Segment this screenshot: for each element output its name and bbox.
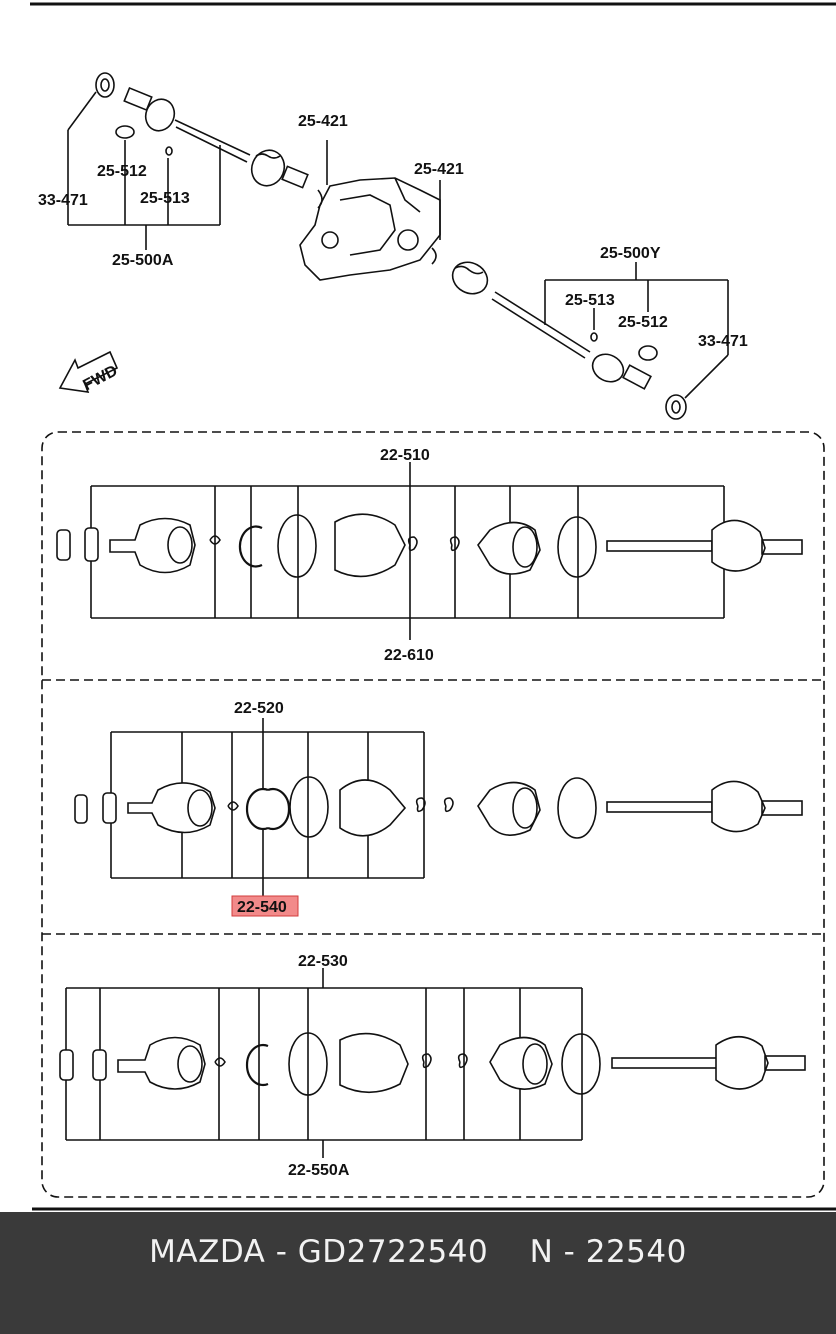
panel-2-highlighted-label: 22-540 xyxy=(237,899,287,916)
panel-1-top-label: 22-510 xyxy=(380,447,430,464)
highlight-box xyxy=(231,895,299,917)
fwd-direction-arrow: FWD xyxy=(58,350,121,394)
panel-3-parts xyxy=(59,968,806,1158)
kit-variants-frame xyxy=(41,431,825,1198)
label-left-clamp-small: 25-513 xyxy=(140,190,190,207)
panel-2-top-label: 22-520 xyxy=(234,700,284,717)
right-drive-shaft-group xyxy=(451,261,729,420)
panel-3-top-label: 22-530 xyxy=(298,953,348,970)
differential-group xyxy=(299,140,441,281)
panel-2-parts xyxy=(74,718,803,896)
label-left-assembly: 25-500A xyxy=(112,252,174,269)
label-right-nut: 33-471 xyxy=(698,333,748,350)
label-left-nut: 33-471 xyxy=(38,192,88,209)
panel-1-bottom-label: 22-610 xyxy=(384,647,434,664)
label-right-clip: 25-421 xyxy=(414,161,464,178)
label-right-clamp-small: 25-513 xyxy=(565,292,615,309)
label-left-clamp-large: 25-512 xyxy=(97,163,147,180)
part-number-text: MAZDA - GD2722540 N - 22540 xyxy=(149,1234,687,1270)
panel-3-bottom-label: 22-550A xyxy=(288,1162,350,1179)
panel-1-parts xyxy=(56,462,803,640)
label-right-clamp-large: 25-512 xyxy=(618,314,668,331)
label-left-clip: 25-421 xyxy=(298,113,348,130)
exploded-parts-diagram: FWD 33-471 25-512 25-513 25-500A 25-421 … xyxy=(30,2,836,1211)
label-right-assembly: 25-500Y xyxy=(600,245,661,262)
left-drive-shaft-group xyxy=(67,72,309,250)
part-number-footer: MAZDA - GD2722540 N - 22540 xyxy=(0,1212,836,1334)
